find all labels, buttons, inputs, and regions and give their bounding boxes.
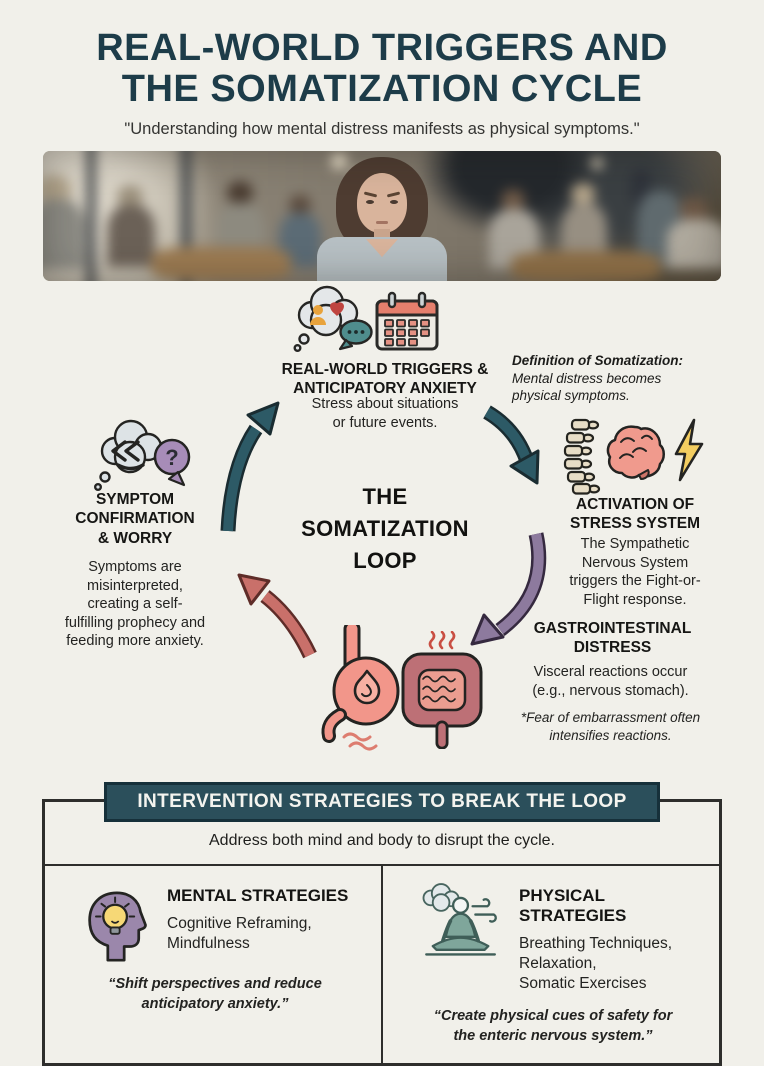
somatization-loop-diagram: THE SOMATIZATION LOOP (0, 281, 764, 773)
symptom-title: SYMPTOM CONFIRMATION & WORRY (75, 491, 195, 547)
mental-strategies-title: MENTAL STRATEGIES (167, 886, 349, 906)
loop-center-title: THE SOMATIZATION LOOP (301, 484, 469, 573)
mental-strategies-column: MENTAL STRATEGIES Cognitive Reframing, M… (45, 866, 381, 1063)
interventions-intro: Address both mind and body to disrupt th… (209, 832, 555, 850)
activation-body: The Sympathetic Nervous System triggers … (569, 536, 701, 608)
page-title: REAL-WORLD TRIGGERS AND THE SOMATIZATION… (96, 27, 668, 111)
gi-title: GASTROINTESTINAL DISTRESS (533, 620, 692, 657)
mental-strategies-items: Cognitive Reframing, Mindfulness (167, 915, 312, 953)
arrow-gi-to-symptom (237, 573, 317, 659)
header: REAL-WORLD TRIGGERS AND THE SOMATIZATION… (0, 0, 764, 139)
physical-strategies-column: PHYSICAL STRATEGIES Breathing Techniques… (381, 866, 719, 1063)
cafe-photo (43, 151, 721, 282)
interventions-banner: INTERVENTION STRATEGIES TO BREAK THE LOO… (104, 782, 660, 823)
intestines-icon (398, 631, 486, 750)
lightning-bolt-icon (670, 418, 706, 484)
gi-body: Visceral reactions occur (e.g., nervous … (532, 664, 689, 699)
triggers-title: REAL-WORLD TRIGGERS & ANTICIPATORY ANXIE… (281, 361, 489, 398)
svg-text:?: ? (165, 445, 178, 470)
page-subtitle: "Understanding how mental distress manif… (124, 120, 640, 139)
definition-body: Mental distress becomes physical symptom… (512, 370, 662, 404)
thought-bubble-rewind-question-icon: ? (92, 417, 198, 499)
brain-icon (604, 423, 666, 481)
somatization-definition: Definition of Somatization: Mental distr… (512, 352, 712, 405)
activation-title: ACTIVATION OF STRESS SYSTEM (569, 496, 701, 533)
mental-strategies-quote: “Shift perspectives and reduce anticipat… (108, 976, 322, 1012)
definition-heading: Definition of Somatization: (512, 353, 683, 369)
head-lightbulb-icon (79, 882, 153, 962)
worried-woman (302, 157, 462, 282)
physical-strategies-title: PHYSICAL STRATEGIES (519, 886, 627, 926)
interventions-box: INTERVENTION STRATEGIES TO BREAK THE LOO… (42, 782, 722, 1066)
spine-icon (560, 417, 602, 495)
thought-bubble-person-heart-chat-icon (293, 285, 379, 357)
triggers-body: Stress about situations or future events… (311, 396, 459, 431)
arrow-symptom-to-triggers (220, 401, 280, 532)
meditating-person-icon (417, 882, 505, 962)
gi-note: *Fear of embarrassment often intensifies… (520, 710, 701, 743)
symptom-body: Symptoms are misinterpreted, creating a … (64, 559, 206, 650)
physical-strategies-items: Breathing Techniques, Relaxation, Somati… (519, 935, 673, 993)
physical-strategies-quote: “Create physical cues of safety for the … (433, 1008, 673, 1045)
calendar-icon (374, 291, 440, 353)
stomach-flame-icon (316, 625, 412, 755)
